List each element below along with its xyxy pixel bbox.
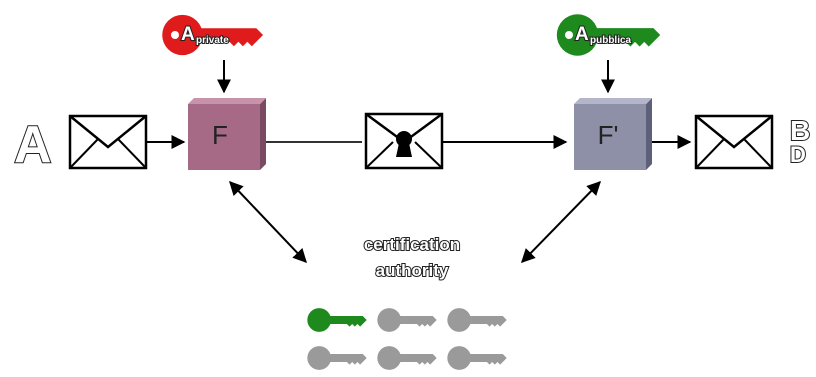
party-a-label: A bbox=[14, 116, 52, 174]
locked-envelope-icon bbox=[364, 112, 444, 170]
key-store-key-active-icon bbox=[307, 308, 367, 332]
key-store-key-icon bbox=[447, 308, 507, 332]
verify-function-box: F' bbox=[574, 98, 652, 170]
sign-function-box: F bbox=[188, 98, 266, 170]
public-key-icon: A pubblica bbox=[556, 14, 661, 56]
party-b-label: B bbox=[790, 115, 810, 146]
plain-envelope-icon bbox=[68, 114, 148, 170]
ca-label-line1: certification bbox=[364, 235, 460, 254]
verify-box-label: F' bbox=[598, 120, 619, 150]
private-key-prefix: A bbox=[181, 24, 195, 45]
received-envelope-icon bbox=[694, 114, 774, 170]
arrow-f-to-ca bbox=[229, 180, 307, 264]
key-store-key-icon bbox=[377, 346, 437, 370]
private-key-subscript: private bbox=[196, 35, 229, 46]
key-store-key-icon bbox=[447, 346, 507, 370]
private-key-icon: A private bbox=[162, 14, 264, 56]
public-key-prefix: A bbox=[575, 24, 589, 45]
party-b-label-second-line: D bbox=[790, 142, 806, 167]
ca-label-line2: authority bbox=[376, 261, 449, 280]
sign-box-label: F bbox=[212, 120, 228, 150]
key-store bbox=[307, 308, 507, 370]
key-store-key-icon bbox=[377, 308, 437, 332]
public-key-subscript: pubblica bbox=[590, 35, 632, 46]
arrow-f-prime-to-ca bbox=[521, 180, 601, 264]
key-store-key-icon bbox=[307, 346, 367, 370]
